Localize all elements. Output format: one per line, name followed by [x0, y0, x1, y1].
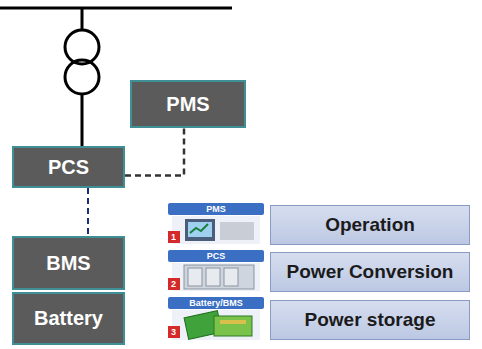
box-label: Power Conversion — [287, 261, 454, 283]
system-box: PCS — [12, 146, 125, 188]
box-label: Battery — [34, 307, 103, 330]
feeder-wire — [81, 8, 84, 30]
callout-number: 1 — [168, 232, 179, 243]
icon-header: PCS — [207, 251, 226, 261]
function-box: Power Conversion — [270, 252, 470, 292]
feeder-wire — [81, 94, 84, 146]
icon-header: Battery/BMS — [189, 298, 243, 308]
transformer-coil — [65, 60, 99, 94]
callout-number: 2 — [168, 279, 179, 290]
box-label: Operation — [325, 214, 415, 236]
box-label: Power storage — [305, 309, 436, 331]
system-box: PMS — [130, 80, 246, 128]
system-box: Battery — [12, 292, 125, 345]
function-box: Operation — [270, 205, 470, 245]
pms-icon — [168, 203, 264, 244]
dashed-connector — [125, 128, 184, 175]
callout-number: 3 — [168, 327, 179, 338]
box-label: PCS — [48, 156, 89, 179]
function-box: Power storage — [270, 300, 470, 340]
grid-bus — [0, 7, 232, 10]
box-label: BMS — [46, 252, 90, 275]
system-box: BMS — [12, 236, 125, 290]
battery-icon — [168, 297, 264, 340]
box-label: PMS — [166, 93, 209, 116]
icon-header: PMS — [206, 204, 226, 214]
pcs-icon — [168, 250, 264, 291]
dashed-connector — [87, 188, 89, 236]
